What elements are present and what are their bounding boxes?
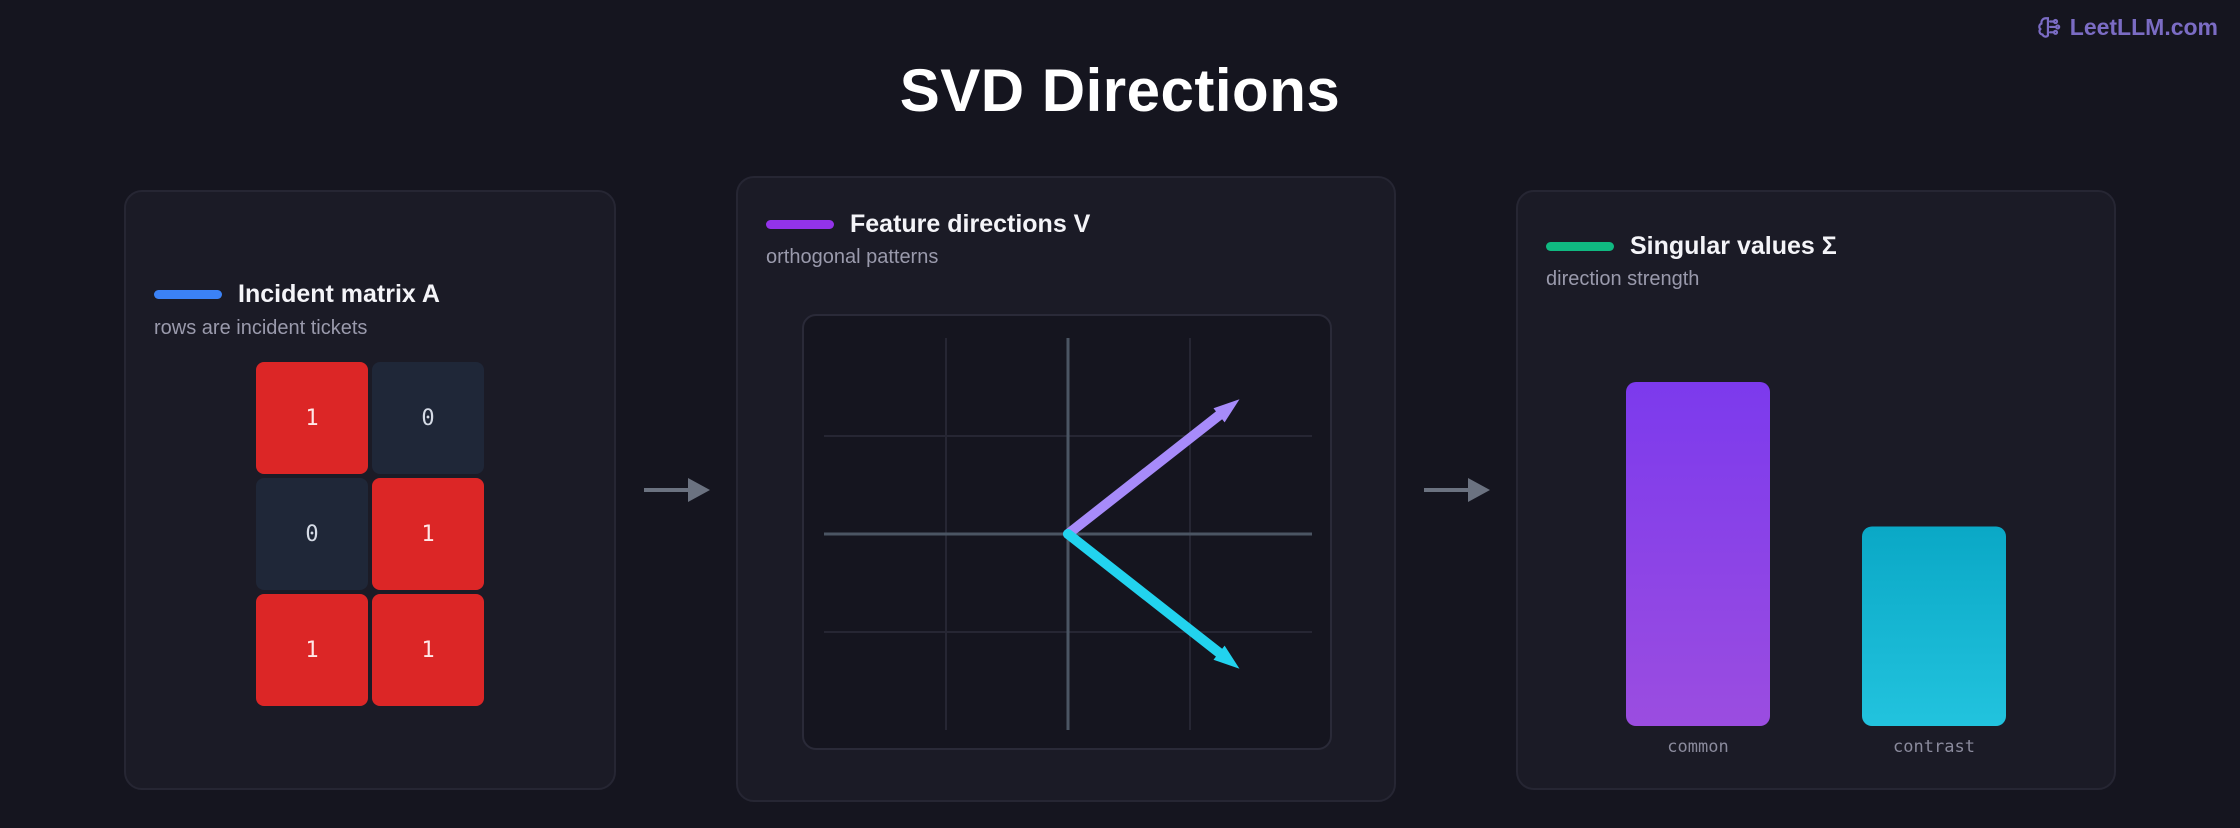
matrix-cell: 1 <box>372 478 484 590</box>
vector-arrowhead <box>1213 645 1240 669</box>
page-title: SVD Directions <box>899 57 1341 124</box>
direction-vector <box>1063 529 1225 658</box>
arrow-right-icon <box>1424 478 1490 502</box>
accent-bar <box>1546 242 1614 251</box>
brand-logo[interactable]: LeetLLM.com <box>2036 14 2218 41</box>
bar-contrast <box>1862 526 2006 726</box>
panel-subtitle: rows are incident tickets <box>154 317 368 339</box>
bar-common <box>1626 382 1770 726</box>
matrix-cell: 1 <box>256 362 368 474</box>
arrow-right-icon <box>644 478 710 502</box>
panel-header: Singular values Σ <box>1546 232 1837 261</box>
feature-directions-panel: Feature directions V orthogonal patterns <box>736 176 1396 802</box>
matrix-cell: 1 <box>372 594 484 706</box>
panel-title: Incident matrix A <box>238 280 440 308</box>
matrix-cell: 1 <box>256 594 368 706</box>
matrix-cell: 0 <box>256 478 368 590</box>
panel-title: Feature directions V <box>850 210 1091 238</box>
bar-label: contrast <box>1893 737 1975 757</box>
accent-bar <box>154 290 222 299</box>
direction-plot <box>802 314 1332 750</box>
incident-matrix-panel: Incident matrix A rows are incident tick… <box>124 190 616 790</box>
accent-bar <box>766 220 834 229</box>
matrix-cell: 0 <box>372 362 484 474</box>
singular-values-panel: Singular values Σ direction strength com… <box>1516 190 2116 790</box>
panel-title: Singular values Σ <box>1630 232 1837 260</box>
panel-subtitle: direction strength <box>1546 268 1700 290</box>
panel-subtitle: orthogonal patterns <box>766 246 939 268</box>
panel-header: Feature directions V <box>766 210 1090 239</box>
direction-vector <box>1063 410 1225 539</box>
vector-arrowhead <box>1213 399 1240 423</box>
bar-label: common <box>1667 737 1728 757</box>
direction-plot-canvas <box>824 338 1312 730</box>
panel-header: Incident matrix A <box>154 280 440 309</box>
singular-values-chart: common contrast <box>1626 382 2006 757</box>
brain-icon <box>2038 16 2061 38</box>
brand-name: LeetLLM.com <box>2069 14 2218 40</box>
